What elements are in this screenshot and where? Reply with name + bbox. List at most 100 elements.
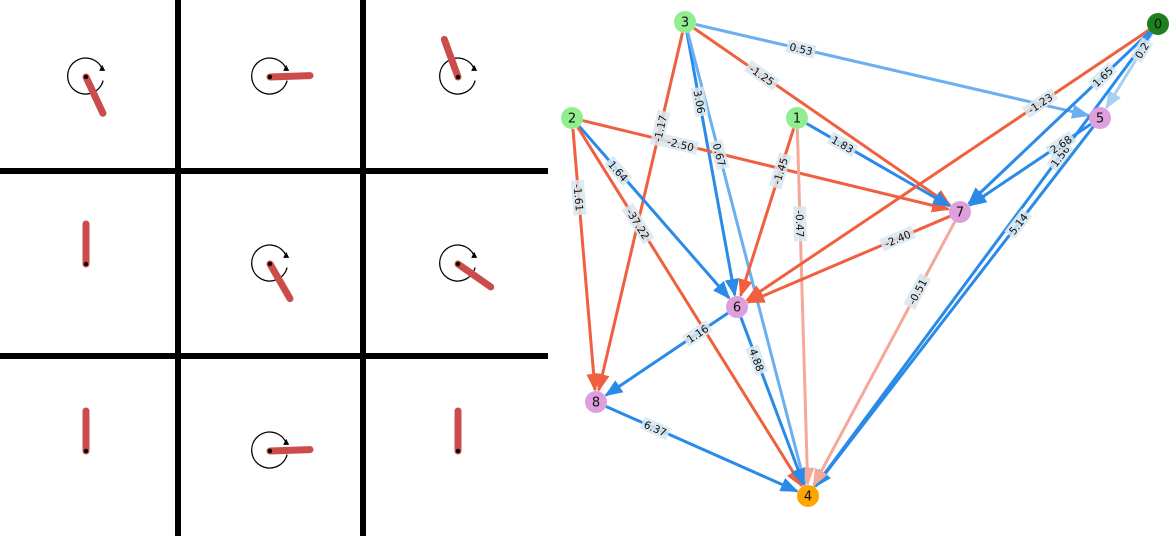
- edge-3-4: [686, 32, 808, 487]
- pendulum-cell: [251, 57, 314, 95]
- edge-weight-label: 0.67: [709, 139, 730, 171]
- edge-layer: [571, 23, 1154, 493]
- edge-3-6: [685, 32, 740, 297]
- pendulum-cell: [251, 431, 314, 469]
- node-0: 0: [1147, 13, 1169, 35]
- node-5: 5: [1089, 107, 1111, 129]
- edge-2-8: [571, 128, 601, 392]
- pendulum-pivot: [455, 261, 461, 267]
- node-label: 0: [1154, 18, 1162, 33]
- svg-text:-0.47: -0.47: [793, 210, 806, 238]
- svg-text:0.53: 0.53: [788, 41, 813, 58]
- arrow-head-icon: [283, 251, 290, 258]
- pendulum-pivot: [83, 448, 89, 454]
- pendulum-pole: [266, 446, 314, 455]
- edge-weight-label: -1.61: [571, 179, 587, 216]
- pendulum-pole: [82, 73, 107, 117]
- edge-6-8: [604, 311, 729, 397]
- pendulum-cell: [439, 244, 495, 291]
- node-2: 2: [561, 107, 583, 129]
- svg-text:0.67: 0.67: [710, 142, 727, 168]
- svg-text:-2.40: -2.40: [883, 229, 913, 251]
- edge-7-4: [812, 220, 957, 488]
- node-label: 2: [568, 112, 576, 127]
- edge-5-4: [814, 125, 1095, 488]
- edge-label-layer: 0.53-1.25-1.173.060.67-2.501.64-1.61-37.…: [571, 37, 1154, 441]
- pendulum-cell: [251, 244, 294, 303]
- edge-0-6: [745, 28, 1150, 302]
- edge-2-6: [578, 125, 731, 300]
- svg-text:4.88: 4.88: [746, 347, 765, 373]
- svg-text:6.37: 6.37: [642, 419, 668, 439]
- rotation-arrow-icon: [251, 57, 288, 95]
- pendulum-grid: [0, 0, 548, 536]
- node-3: 3: [674, 11, 696, 33]
- node-label: 6: [733, 301, 741, 316]
- rotation-arrow-icon: [439, 57, 476, 95]
- edge-weight-label: -2.40: [878, 225, 917, 252]
- node-8: 8: [585, 391, 607, 413]
- causal-graph: 0.53-1.25-1.173.060.67-2.501.64-1.61-37.…: [561, 11, 1169, 507]
- node-4: 4: [797, 485, 819, 507]
- edge-weight-label: 4.88: [745, 344, 769, 376]
- arrow-head-icon: [99, 64, 106, 71]
- edge-weight-label: 1.16: [681, 320, 714, 348]
- pendulum-cell: [82, 220, 90, 268]
- arrow-head-icon: [471, 251, 478, 258]
- node-label: 8: [592, 396, 600, 411]
- edge-7-6: [746, 214, 951, 304]
- arrow-head-icon: [283, 438, 290, 445]
- pendulum-cell: [454, 407, 462, 455]
- node-layer: 0 1 2 3 4 5 6 7 8: [561, 11, 1169, 507]
- edge-weight-label: -1.23: [1021, 88, 1059, 119]
- edge-1-6: [738, 128, 796, 298]
- arrow-head-icon: [283, 64, 290, 71]
- edge-1-4: [795, 128, 815, 486]
- node-label: 7: [956, 206, 964, 221]
- edge-weight-label: -37.22: [621, 202, 655, 245]
- pendulum-pivot: [267, 261, 273, 267]
- pendulum-pivot: [267, 448, 273, 454]
- edge-weight-label: -1.25: [743, 59, 781, 91]
- pendulum-pole: [454, 260, 495, 291]
- pendulum-pole: [266, 260, 294, 303]
- arrow-head-icon: [471, 64, 478, 71]
- rotation-arrow-icon: [251, 431, 288, 469]
- svg-text:-1.61: -1.61: [571, 184, 585, 212]
- pendulum-pole: [266, 72, 314, 81]
- pendulum-cell: [67, 57, 107, 117]
- pendulum-pivot: [83, 261, 89, 267]
- edge-weight-label: -2.50: [662, 133, 700, 155]
- edge-weight-label: -0.47: [793, 206, 808, 242]
- node-label: 1: [793, 112, 801, 127]
- edge-3-8: [595, 32, 684, 393]
- rotation-arrow-icon: [439, 244, 476, 282]
- edge-0-7: [967, 30, 1152, 205]
- edge-2-7: [582, 119, 951, 213]
- edge-0-4: [813, 31, 1153, 488]
- edge-3-7: [693, 27, 952, 207]
- pendulum-pivot: [267, 74, 273, 80]
- svg-text:-37.22: -37.22: [623, 207, 651, 242]
- edge-8-4: [605, 405, 799, 493]
- pendulum-grid-panel: [0, 0, 548, 536]
- node-label: 3: [681, 16, 689, 31]
- pendulum-cell: [82, 407, 90, 455]
- edge-2-4: [576, 126, 803, 488]
- edge-weight-label: 0.53: [785, 39, 817, 59]
- pendulum-pivot: [83, 74, 89, 80]
- svg-text:3.06: 3.06: [691, 89, 707, 114]
- edge-6-4: [739, 316, 806, 487]
- pendulum-cell: [439, 35, 478, 95]
- node-7: 7: [949, 201, 971, 223]
- pendulum-pivot: [455, 448, 461, 454]
- node-label: 5: [1096, 112, 1104, 127]
- edge-weight-label: 3.06: [691, 86, 709, 118]
- svg-text:-2.50: -2.50: [666, 136, 695, 154]
- node-6: 6: [726, 296, 748, 318]
- node-label: 4: [804, 490, 812, 505]
- pendulum-pole: [440, 35, 462, 81]
- pendulum-pivot: [455, 74, 461, 80]
- edge-weight-label: 1.83: [826, 131, 859, 158]
